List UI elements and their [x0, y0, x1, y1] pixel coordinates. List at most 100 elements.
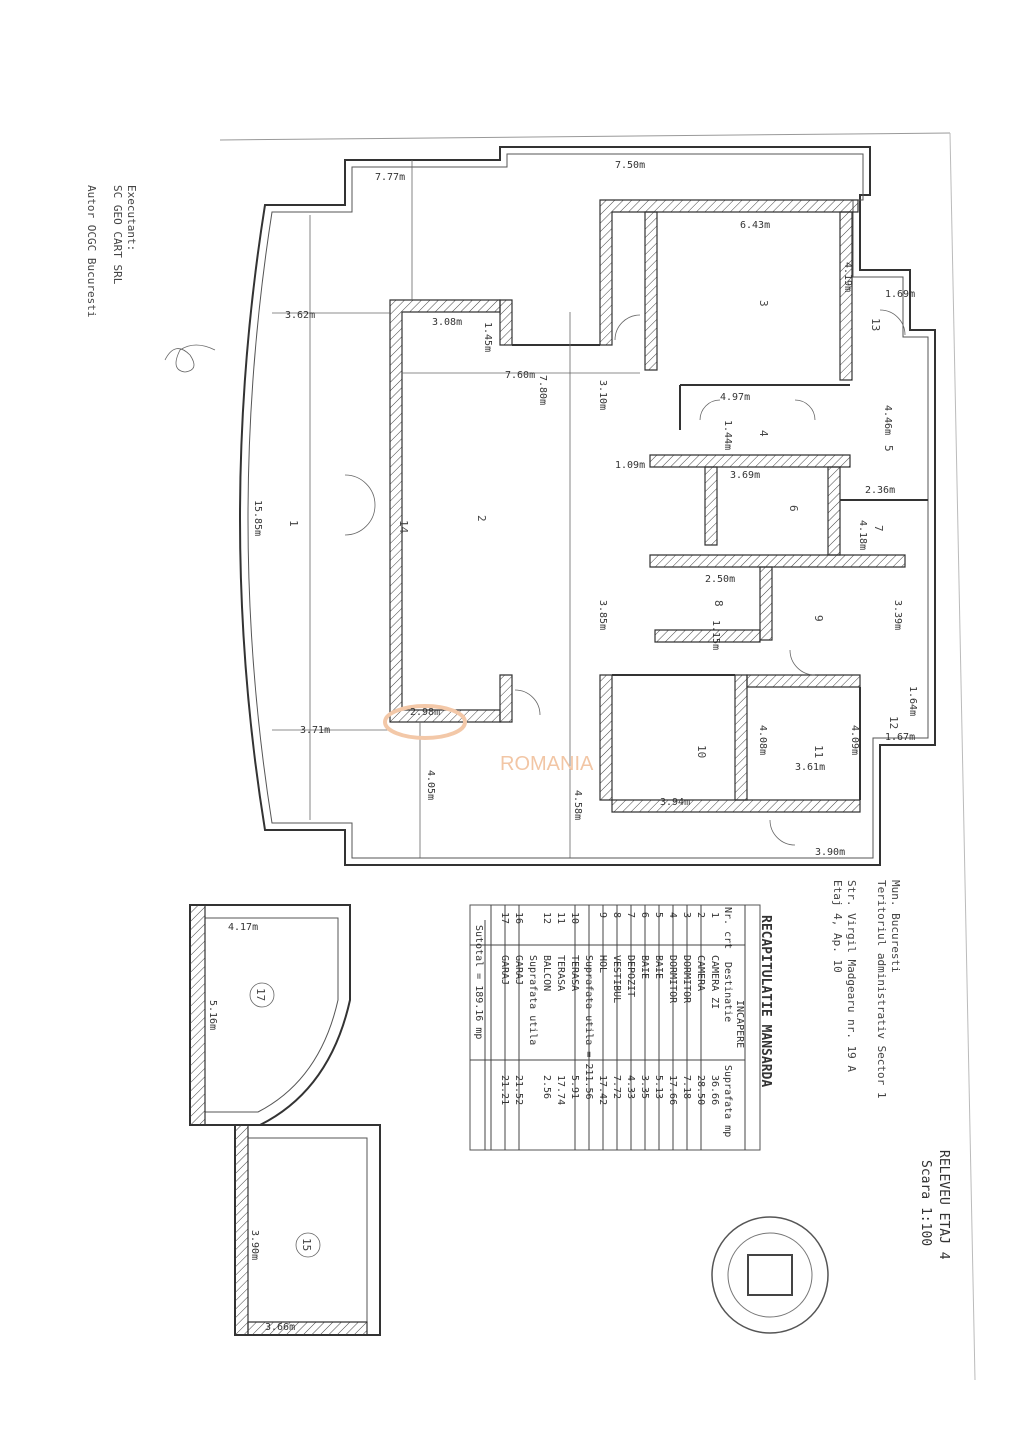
room-number: 4 [757, 430, 770, 437]
table-header: Suprafata mp [722, 1065, 733, 1137]
annex-room-15 [234, 1124, 381, 1336]
table-cell: 36.66 [709, 1075, 720, 1105]
table-cell: 17.66 [667, 1075, 678, 1105]
table-cell: 2 [695, 912, 706, 918]
dimension-label: 4.17m [228, 922, 258, 933]
room-number: 7 [872, 525, 885, 532]
dimension-label: 1.45m [482, 322, 493, 352]
table-cell: GARAJ [513, 955, 524, 985]
room-number: 12 [887, 716, 900, 729]
signature [164, 344, 216, 373]
table-cell: 9 [597, 912, 608, 918]
drawing-scale: Scara 1:100 [918, 1160, 933, 1246]
table-cell: 12 [541, 912, 552, 924]
table-cell: CAMERA [695, 955, 706, 991]
watermark-logo [383, 704, 467, 740]
room-17-marker [249, 982, 275, 1008]
dimension-label: 3.94m [660, 797, 690, 808]
room-number: 8 [712, 600, 725, 607]
table-cell: 5 [653, 912, 664, 918]
dimension-label: 4.05m [425, 770, 436, 800]
table-cell: CAMERA ZI [709, 955, 720, 1009]
territory: Teritoriul administrativ Sector 1 [875, 880, 888, 1099]
table-cell: DORMITOR [681, 955, 692, 1004]
table-cell: BAIE [653, 955, 664, 979]
dimension-label: 4.09m [849, 725, 860, 755]
dimension-label: 3.85m [597, 600, 608, 630]
table-header: Destinatie [722, 962, 733, 1022]
room-number: 15 [300, 1238, 313, 1251]
room-number: 10 [695, 745, 708, 758]
table-cell: 7.72 [611, 1075, 622, 1099]
table-cell: 16 [513, 912, 524, 924]
watermark: ROMANIA [500, 753, 594, 775]
dimension-label: 6.43m [740, 220, 770, 231]
table-cell: 2.56 [541, 1075, 552, 1099]
floor-apartment: Etaj 4, Ap. 10 [831, 880, 844, 973]
table-cell: 11 [555, 912, 566, 924]
street-address: Str. Virgil Madgearu nr. 19 A [845, 880, 858, 1072]
dimension-label: 3.61m [795, 762, 825, 773]
room-number: 2 [475, 515, 488, 522]
table-cell: VESTIBUL [611, 955, 622, 1003]
room-number: 17 [254, 988, 267, 1001]
room-number: 14 [397, 520, 410, 534]
executant-company: SC GEO CART SRL [111, 185, 124, 285]
dimension-label: 2.98m [410, 707, 440, 718]
annex-room-17 [189, 904, 351, 1126]
dimension-label: 1.09m [615, 460, 645, 471]
dimension-label: 1.69m [885, 289, 915, 300]
room-number: 1 [287, 520, 300, 527]
table-cell: 4 [667, 912, 678, 918]
dimension-label: 4.18m [857, 520, 868, 550]
table-cell: 1 [709, 912, 720, 918]
table-cell: 5.13 [653, 1075, 664, 1099]
room-15-marker [295, 1232, 321, 1258]
room-number: 3 [757, 300, 770, 307]
table-cell: 10 [569, 912, 580, 924]
dimension-label: 4.08m [757, 725, 768, 755]
dimension-label: 3.69m [730, 470, 760, 481]
room-number: 13 [869, 318, 882, 331]
recap-table [469, 904, 761, 1151]
room-number: 9 [812, 615, 825, 622]
table-cell: 6 [639, 912, 650, 918]
dimension-label: 1.64m [907, 686, 918, 716]
table-cell: 17 [499, 912, 510, 924]
dimension-label: 15.85m [252, 500, 263, 536]
dimension-label: 3.71m [300, 725, 330, 736]
drawing-title: RELEVEU ETAJ 4 [936, 1150, 951, 1260]
table-cell: 8 [611, 912, 622, 918]
city: Mun. Bucuresti [889, 880, 902, 973]
table-cell: GARAJ [499, 955, 510, 985]
table-subtotal: Suprafata utila = 211.56 [583, 955, 594, 1100]
table-cell: TERASA [555, 955, 566, 991]
dimension-label: 3.10m [597, 380, 608, 410]
table-header: INCAPERE [734, 1000, 745, 1048]
table-cell: 17.74 [555, 1075, 566, 1105]
dimension-label: 3.39m [892, 600, 903, 630]
table-cell: 17.42 [597, 1075, 608, 1105]
sheet-border [219, 132, 951, 141]
dimension-label: 3.90m [249, 1230, 260, 1260]
table-cell: 21.21 [499, 1075, 510, 1105]
room-number: 6 [787, 505, 800, 512]
dimension-label: 3.62m [285, 310, 315, 321]
table-title: RECAPITULATIE MANSARDA [758, 915, 773, 1087]
sheet-border [949, 132, 976, 1381]
dimension-label: 4.46m [882, 405, 893, 435]
table-cell: 3 [681, 912, 692, 918]
room-number: 11 [812, 745, 825, 758]
table-cell: BAIE [639, 955, 650, 979]
dimension-label: 2.50m [705, 574, 735, 585]
dimension-label: 4.97m [720, 392, 750, 403]
dimension-label: 7.80m [537, 375, 548, 405]
dimension-label: 4.58m [572, 790, 583, 820]
table-header: Nr. crt [722, 907, 733, 949]
dimension-label: 4.19m [842, 262, 853, 292]
executant-label: Executant: [125, 185, 138, 251]
table-subtotal: Suprafata utila [527, 955, 538, 1045]
table-cell: 3.35 [639, 1075, 650, 1099]
table-cell: DEPOZIT [625, 955, 636, 997]
